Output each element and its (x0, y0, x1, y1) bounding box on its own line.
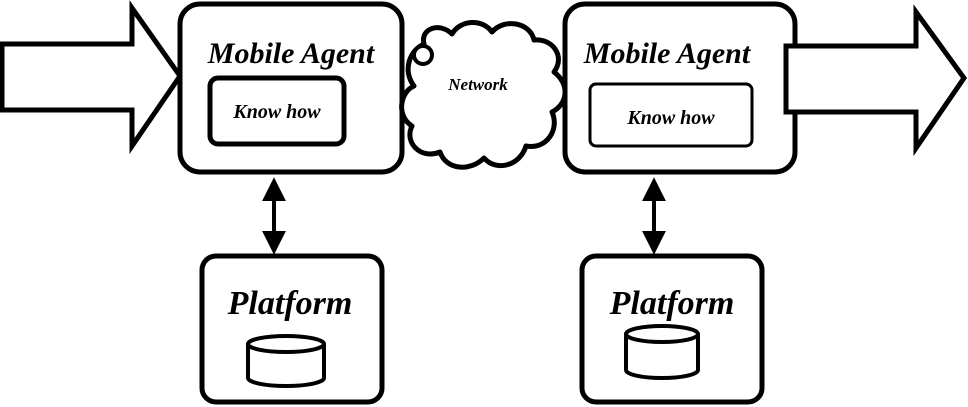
outgoing-flow-arrow (783, 4, 968, 157)
left-mobile-agent: Mobile Agent Know how (177, 1, 405, 175)
left-platform: Platform (199, 253, 385, 405)
left-knowhow-label: Know how (232, 101, 321, 123)
left-mobile-agent-title: Mobile Agent (207, 37, 376, 70)
right-platform-title: Platform (609, 285, 735, 322)
network-cloud: Network (399, 20, 568, 170)
cloud-bubble (412, 44, 434, 66)
left-platform-title: Platform (227, 285, 353, 322)
right-platform: Platform (579, 253, 765, 405)
left-knowhow-box (207, 75, 347, 147)
cloud-shape (399, 20, 568, 170)
right-mobile-agent-title: Mobile Agent (583, 37, 752, 70)
right-mobile-agent: Mobile Agent Know how (562, 1, 798, 175)
database-icon (246, 334, 326, 388)
incoming-flow-arrow (0, 0, 184, 155)
database-icon (624, 324, 700, 380)
right-knowhow-box (588, 82, 754, 148)
right-knowhow-label: Know how (626, 107, 715, 129)
network-label: Network (447, 75, 508, 94)
